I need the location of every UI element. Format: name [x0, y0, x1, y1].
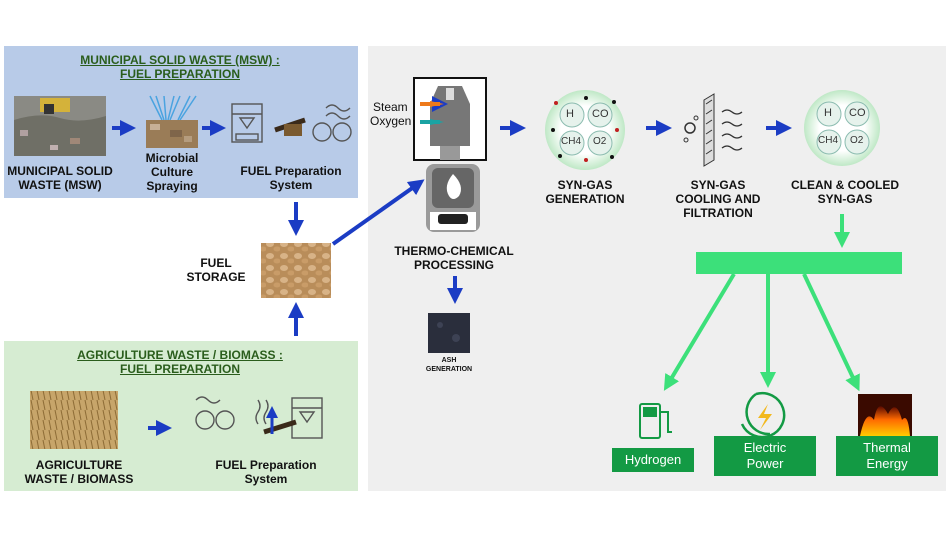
landfill-image: [14, 96, 106, 156]
msw-fuel-prep-label: FUEL Preparation System: [240, 164, 342, 192]
ash-image: [428, 313, 470, 353]
ash-generation-label: ASH GENERATION: [425, 357, 473, 373]
output-electric-power: Electric Power: [714, 436, 816, 476]
output-thermal-energy: Thermal Energy: [836, 436, 938, 476]
syngas-generation-graphic: [545, 90, 625, 170]
syngas-generation-label: SYN-GAS GENERATION: [545, 178, 625, 206]
fuel-prep-system-agri: [195, 396, 323, 439]
output-thermal-line2: Energy: [866, 456, 908, 471]
blue-flow-arrows: [112, 120, 792, 436]
fuel-pellets-agri: [263, 419, 297, 435]
msw-label: MUNICIPAL SOLID WASTE (MSW): [7, 164, 113, 192]
output-electric-line2: Power: [746, 456, 784, 471]
clean-molecule-ch4: CH4: [818, 135, 839, 146]
oxygen-label: Oxygen: [370, 114, 412, 128]
microbial-spraying-label: Microbial Culture Spraying: [145, 151, 199, 193]
fuel-storage-label: FUEL STORAGE: [186, 256, 246, 284]
molecule-h: H: [566, 108, 574, 120]
clean-molecule-co: CO: [849, 107, 866, 119]
agri-fuel-prep-label: FUEL Preparation System: [215, 458, 317, 486]
agri-waste-label: AGRICULTURE WASTE / BIOMASS: [24, 458, 134, 486]
thermo-chemical-label: THERMO-CHEMICAL PROCESSING: [394, 244, 514, 272]
output-electric-line1: Electric: [743, 440, 787, 455]
clean-syngas-graphic: [804, 90, 880, 166]
molecule-co: CO: [592, 108, 609, 120]
output-hydrogen-label: Hydrogen: [624, 452, 682, 467]
clean-molecule-o2: O2: [850, 135, 864, 146]
spray-image: [146, 95, 198, 148]
clean-syngas-label: CLEAN & COOLED SYN-GAS: [791, 178, 899, 206]
fuel-prep-system-msw: [231, 103, 352, 143]
msw-panel-title: MUNICIPAL SOLID WASTE (MSW) : FUEL PREPA…: [80, 53, 280, 81]
molecule-o2: O2: [593, 136, 607, 147]
green-flow-arrows: [663, 214, 860, 392]
distribution-bar: [696, 252, 902, 274]
clean-molecule-h: H: [824, 107, 832, 119]
reactor-graphic: [413, 77, 487, 232]
agri-panel-title: AGRICULTURE WASTE / BIOMASS : FUEL PREPA…: [77, 348, 283, 376]
agri-field-image: [30, 391, 118, 449]
output-thermal-line1: Thermal: [863, 440, 911, 455]
thermal-fire-icon: [858, 394, 912, 436]
molecule-ch4: CH4: [561, 136, 582, 147]
output-hydrogen: Hydrogen: [612, 448, 694, 472]
steam-label: Steam: [373, 100, 408, 114]
cooling-filtration-graphic: [683, 93, 743, 167]
electric-power-icon: [740, 391, 786, 439]
fuel-pellets-msw: [284, 124, 302, 136]
syngas-cooling-label: SYN-GAS COOLING AND FILTRATION: [675, 178, 761, 220]
fuel-storage-image: [261, 243, 331, 298]
hydrogen-pump-icon: [639, 403, 672, 439]
